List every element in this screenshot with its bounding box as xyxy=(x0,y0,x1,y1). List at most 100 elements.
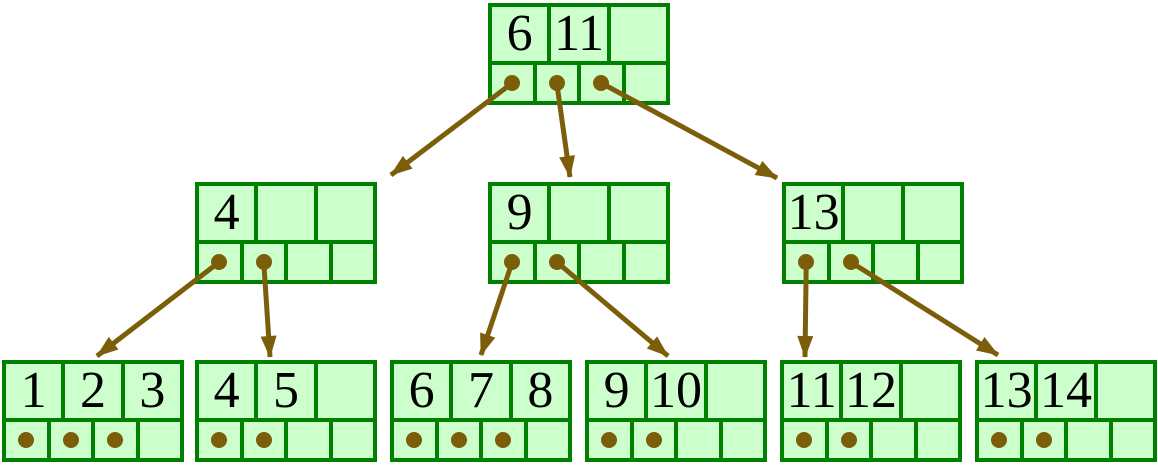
pointer-cell-empty xyxy=(1110,420,1155,460)
key-row: 4 xyxy=(197,184,375,242)
pointer-cell xyxy=(436,420,481,460)
pointer-cell-empty xyxy=(917,242,962,282)
pointer-dot xyxy=(840,432,857,448)
pointer-dot xyxy=(548,254,565,270)
key-cell-6: 6 xyxy=(392,362,452,420)
btree-node-internal-9: 9 xyxy=(488,182,670,284)
pointer-dot xyxy=(798,254,815,270)
pointer-dot xyxy=(504,75,521,91)
key-cell-14: 14 xyxy=(1036,362,1096,420)
key-cell-empty xyxy=(902,184,962,242)
pointer-cell xyxy=(490,63,535,103)
pointer-row xyxy=(197,242,375,282)
key-cell-9: 9 xyxy=(587,362,647,420)
key-cell-8: 8 xyxy=(510,362,570,420)
key-cell-empty xyxy=(549,184,609,242)
pointer-cell xyxy=(481,420,526,460)
pointer-cell-empty xyxy=(915,420,960,460)
pointer-dot xyxy=(211,254,228,270)
pointer-dot xyxy=(62,432,79,448)
pointer-dot xyxy=(1035,432,1052,448)
pointer-cell-empty xyxy=(720,420,765,460)
pointer-dot xyxy=(593,75,610,91)
pointer-dot xyxy=(255,254,272,270)
pointer-cell xyxy=(631,420,676,460)
key-cell-empty xyxy=(315,184,375,242)
pointer-cell xyxy=(490,242,535,282)
pointer-cell xyxy=(579,63,624,103)
pointer-dot xyxy=(406,432,423,448)
pointer-row xyxy=(392,420,570,460)
pointer-cell xyxy=(93,420,138,460)
key-cell-7: 7 xyxy=(451,362,511,420)
pointer-row xyxy=(977,420,1155,460)
pointer-cell-empty xyxy=(525,420,570,460)
pointer-cell-empty xyxy=(1066,420,1111,460)
pointer-cell-empty xyxy=(330,242,375,282)
key-cell-empty xyxy=(1095,362,1155,420)
key-cell-10: 10 xyxy=(646,362,706,420)
pointer-row xyxy=(782,420,960,460)
key-row: 13 xyxy=(784,184,962,242)
pointer-cell xyxy=(197,242,242,282)
pointer-cell xyxy=(1021,420,1066,460)
key-cell-13: 13 xyxy=(977,362,1037,420)
pointer-cell-empty xyxy=(623,242,668,282)
key-cell-empty xyxy=(843,184,903,242)
pointer-row xyxy=(197,420,375,460)
btree-node-internal-13: 13 xyxy=(782,182,964,284)
key-cell-4: 4 xyxy=(197,184,257,242)
pointer-row xyxy=(490,63,668,103)
pointer-row xyxy=(784,242,962,282)
pointer-dot xyxy=(495,432,512,448)
pointer-dot xyxy=(645,432,662,448)
pointer-row xyxy=(490,242,668,282)
pointer-cell xyxy=(241,420,286,460)
pointer-dot xyxy=(211,432,228,448)
key-cell-11: 11 xyxy=(549,5,609,63)
key-cell-11: 11 xyxy=(782,362,842,420)
pointer-cell-empty xyxy=(676,420,721,460)
pointer-cell xyxy=(48,420,93,460)
pointer-cell xyxy=(534,63,579,103)
pointer-dot xyxy=(107,432,124,448)
pointer-dot xyxy=(255,432,272,448)
pointer-dot xyxy=(450,432,467,448)
key-cell-12: 12 xyxy=(841,362,901,420)
pointer-cell-empty xyxy=(873,242,918,282)
pointer-cell-empty xyxy=(330,420,375,460)
key-cell-empty xyxy=(608,184,668,242)
pointer-dot xyxy=(504,254,521,270)
key-cell-3: 3 xyxy=(122,362,182,420)
pointer-dot xyxy=(18,432,35,448)
pointer-cell-empty xyxy=(623,63,668,103)
btree-node-internal-4: 4 xyxy=(195,182,377,284)
pointer-dot xyxy=(842,254,859,270)
pointer-cell xyxy=(782,420,827,460)
pointer-cell xyxy=(392,420,437,460)
pointer-cell xyxy=(784,242,829,282)
pointer-row xyxy=(4,420,182,460)
pointer-cell xyxy=(4,420,49,460)
key-cell-6: 6 xyxy=(490,5,550,63)
pointer-row xyxy=(587,420,765,460)
pointer-cell-empty xyxy=(871,420,916,460)
key-cell-5: 5 xyxy=(256,362,316,420)
pointer-cell xyxy=(534,242,579,282)
pointer-dot xyxy=(796,432,813,448)
pointer-cell-empty xyxy=(286,242,331,282)
